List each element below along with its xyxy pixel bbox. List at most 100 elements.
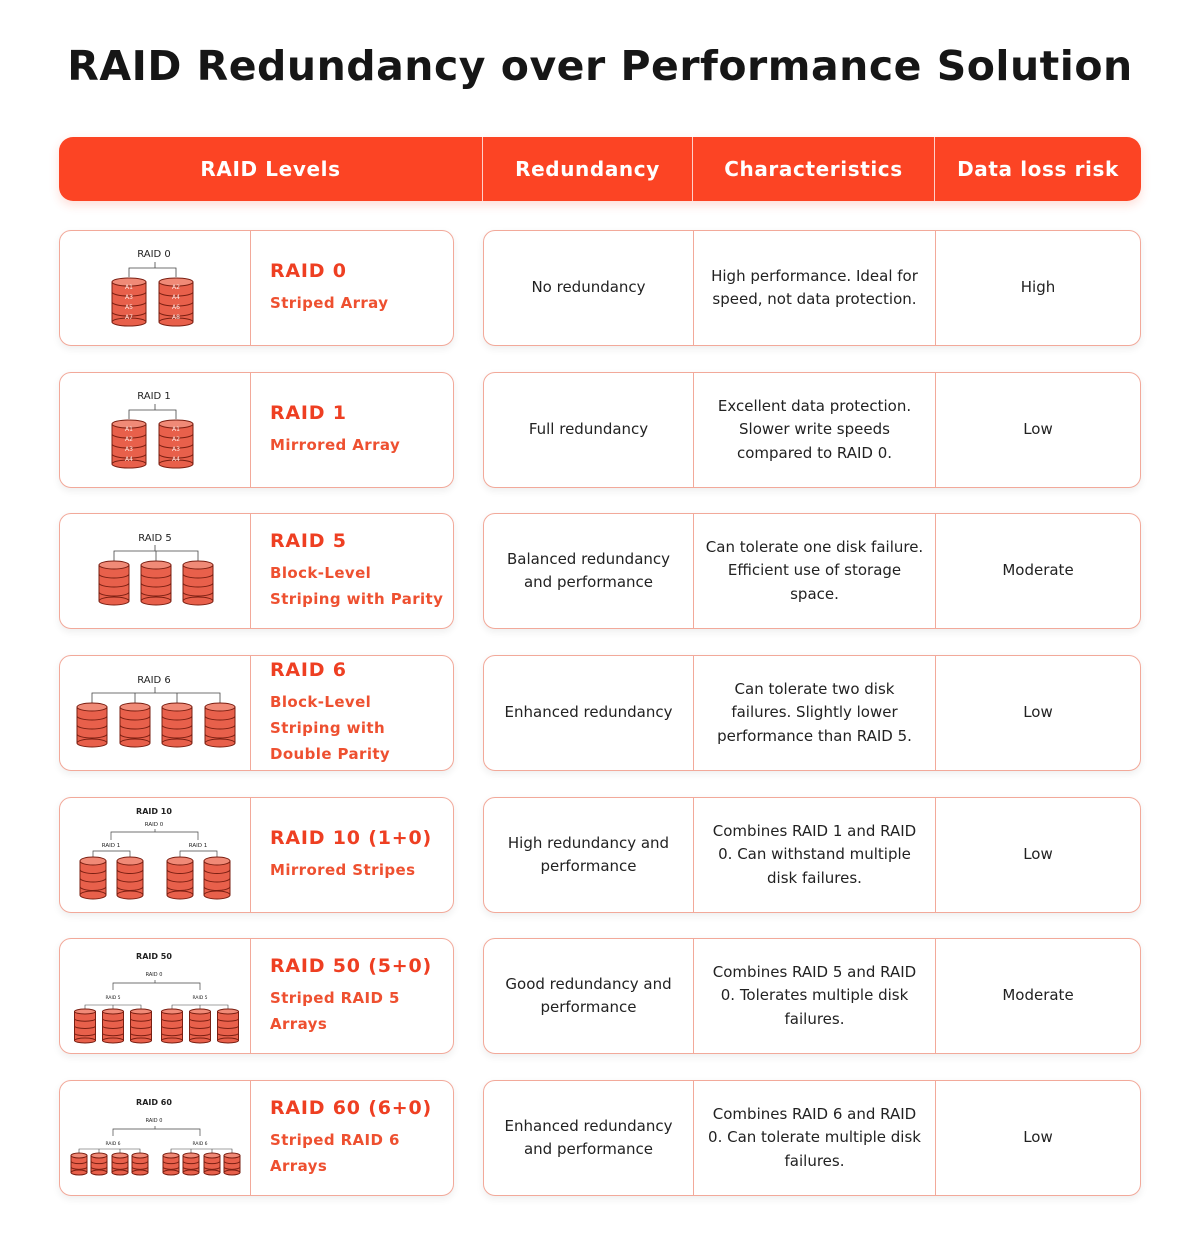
diagram-sublabel: RAID 0 (146, 1118, 163, 1124)
disk-icon (76, 702, 108, 748)
raid-name-cell: RAID 5 Block-Level Striping with Parity (251, 514, 453, 628)
svg-text:A2: A2 (125, 436, 133, 443)
disk-icon (161, 702, 193, 748)
disk-icon (130, 1008, 152, 1044)
redundancy-cell: Enhanced redundancy (484, 656, 694, 770)
raid-level-subtitle: Striped Array (270, 294, 389, 312)
data-loss-risk-cell: Moderate (1002, 986, 1074, 1005)
disk-icon (161, 1008, 183, 1044)
svg-text:A3: A3 (125, 294, 133, 301)
disk-icon (204, 702, 236, 748)
svg-text:A1: A1 (125, 426, 133, 433)
raid-level-name: RAID 50 (5+0) (270, 955, 432, 977)
diagram-sublabel: RAID 1 (102, 843, 120, 849)
characteristics-cell: Can tolerate one disk failure. Efficient… (694, 514, 936, 628)
svg-text:A4: A4 (125, 456, 133, 463)
header-raid-levels: RAID Levels (59, 137, 483, 201)
raid-details-card: High redundancy and performance Combines… (483, 797, 1141, 913)
svg-text:A6: A6 (172, 304, 180, 311)
svg-text:A3: A3 (125, 446, 133, 453)
raid-level-subtitle: Striped RAID 6 Arrays (270, 1131, 400, 1175)
svg-text:A3: A3 (172, 446, 180, 453)
raid-name-cell: RAID 0 Striped Array (251, 231, 453, 345)
raid-diagram-cell: RAID 5 (60, 514, 251, 628)
characteristics-cell: Can tolerate two disk failures. Slightly… (694, 656, 936, 770)
disk-icon (70, 1152, 88, 1176)
raid-details-card: Balanced redundancy and performance Can … (483, 513, 1141, 629)
data-loss-risk-cell: Low (1023, 420, 1053, 439)
disk-icon (223, 1152, 241, 1176)
disk-icon (74, 1008, 96, 1044)
disk-icon (182, 1152, 200, 1176)
raid-details-card: Enhanced redundancy and performance Comb… (483, 1080, 1141, 1196)
raid-level-name: RAID 10 (1+0) (270, 827, 432, 849)
disk-icon (102, 1008, 124, 1044)
diagram-sublabel: RAID 5 (105, 995, 120, 1001)
raid-level-subtitle: Block-Level Striping with Parity (270, 564, 444, 608)
raid-diagram-cell: RAID 6 (60, 656, 251, 770)
redundancy-cell: Full redundancy (484, 373, 694, 487)
disk-icon (98, 560, 130, 606)
raid-name-cell: RAID 50 (5+0) Striped RAID 5 Arrays (251, 939, 453, 1053)
raid-name-cell: RAID 10 (1+0) Mirrored Stripes (251, 798, 453, 912)
disk-icon (119, 702, 151, 748)
svg-text:A4: A4 (172, 456, 180, 463)
raid-level-subtitle: Block-Level Striping with Double Parity (270, 693, 391, 763)
disk-icon (203, 856, 231, 900)
disk-icon (131, 1152, 149, 1176)
header-characteristics: Characteristics (693, 137, 935, 201)
redundancy-cell: Enhanced redundancy and performance (484, 1081, 694, 1195)
raid-level-name: RAID 6 (270, 659, 347, 681)
disk-icon (116, 856, 144, 900)
characteristics-cell: Combines RAID 6 and RAID 0. Can tolerate… (694, 1081, 936, 1195)
svg-text:A1: A1 (172, 426, 180, 433)
diagram-sublabel: RAID 0 (146, 972, 163, 978)
table-header: RAID Levels Redundancy Characteristics D… (59, 137, 1141, 201)
svg-text:A8: A8 (172, 314, 180, 321)
raid-level-name: RAID 1 (270, 402, 347, 424)
raid-level-name: RAID 5 (270, 530, 347, 552)
raid-diagram: RAID 5 (98, 533, 214, 606)
diagram-sublabel: RAID 6 (105, 1141, 120, 1147)
raid-level-name: RAID 60 (6+0) (270, 1097, 432, 1119)
raid-details-card: Good redundancy and performance Combines… (483, 938, 1141, 1054)
disk-icon (166, 856, 194, 900)
diagram-sublabel: RAID 0 (145, 822, 164, 828)
header-data-loss-risk: Data loss risk (957, 157, 1119, 181)
disk-icon (203, 1152, 221, 1176)
raid-level-subtitle: Mirrored Array (270, 436, 401, 454)
disk-icon (162, 1152, 180, 1176)
diagram-label: RAID 0 (137, 249, 171, 260)
raid-level-card: RAID 5 RAID 5 Block-Level Striping with … (59, 513, 454, 629)
diagram-label: RAID 6 (137, 675, 171, 686)
raid-name-cell: RAID 60 (6+0) Striped RAID 6 Arrays (251, 1081, 453, 1195)
diagram-sublabel: RAID 5 (192, 995, 207, 1001)
svg-text:A1: A1 (125, 284, 133, 291)
data-loss-risk-cell: Low (1023, 1128, 1053, 1147)
table-row: RAID 5 RAID 5 Block-Level Striping with … (0, 513, 1200, 631)
table-row: RAID 6 RAID 6 Block-Level Striping with … (0, 655, 1200, 773)
characteristics-cell: High performance. Ideal for speed, not d… (694, 231, 936, 345)
svg-text:A7: A7 (125, 314, 133, 321)
svg-text:A2: A2 (172, 436, 180, 443)
diagram-label: RAID 5 (138, 533, 172, 544)
disk-icon (90, 1152, 108, 1176)
data-loss-risk-cell: Low (1023, 703, 1053, 722)
raid-level-subtitle: Striped RAID 5 Arrays (270, 989, 400, 1033)
